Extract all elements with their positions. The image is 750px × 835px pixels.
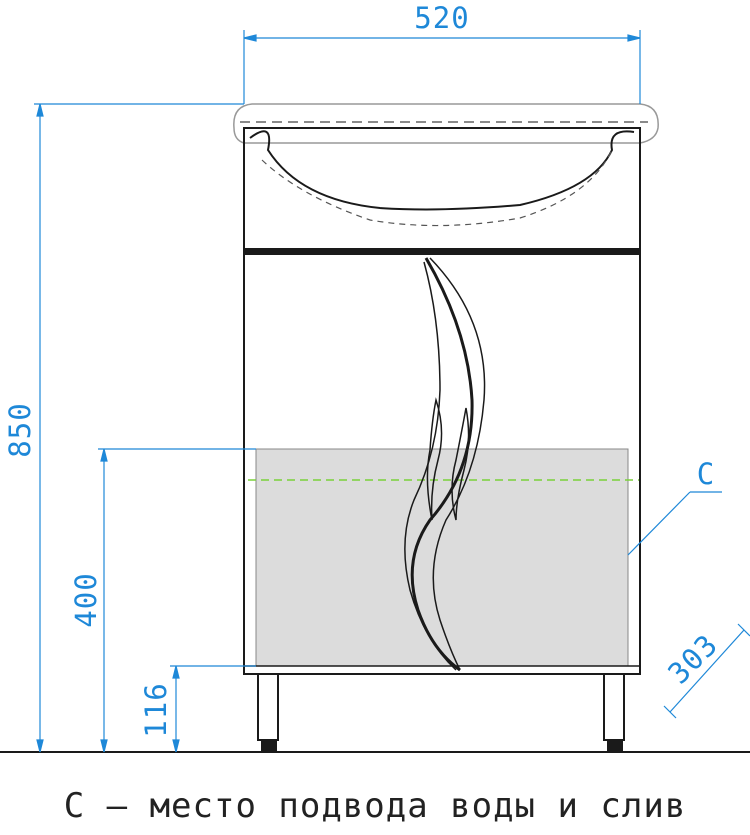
washbasin	[233, 103, 659, 227]
leg-right-foot	[607, 739, 623, 751]
dimension-height-label: 850	[3, 402, 37, 457]
dimension-service-zone-label: 400	[69, 572, 103, 627]
dimension-service-zone	[98, 448, 256, 753]
cabinet-upper	[243, 127, 641, 255]
caption: С – место подвода воды и слив	[63, 786, 687, 826]
dimension-leg-height-label: 116	[139, 682, 173, 737]
callout-leader	[627, 491, 722, 556]
leg-right	[603, 673, 625, 741]
dimension-depth-label: 303	[661, 627, 724, 690]
wave-ornament	[404, 257, 486, 672]
leg-left-foot	[261, 739, 277, 751]
drawer-divider	[244, 248, 640, 254]
dimension-width	[243, 30, 641, 104]
dimension-height	[34, 103, 244, 753]
leg-left	[257, 673, 279, 741]
callout-label: C	[697, 457, 715, 491]
cabinet-body	[243, 253, 641, 675]
service-zone	[255, 448, 629, 667]
dimension-width-label: 520	[414, 1, 469, 35]
legs	[257, 673, 625, 751]
dimension-depth	[663, 623, 750, 719]
dimension-leg-height	[170, 665, 256, 753]
